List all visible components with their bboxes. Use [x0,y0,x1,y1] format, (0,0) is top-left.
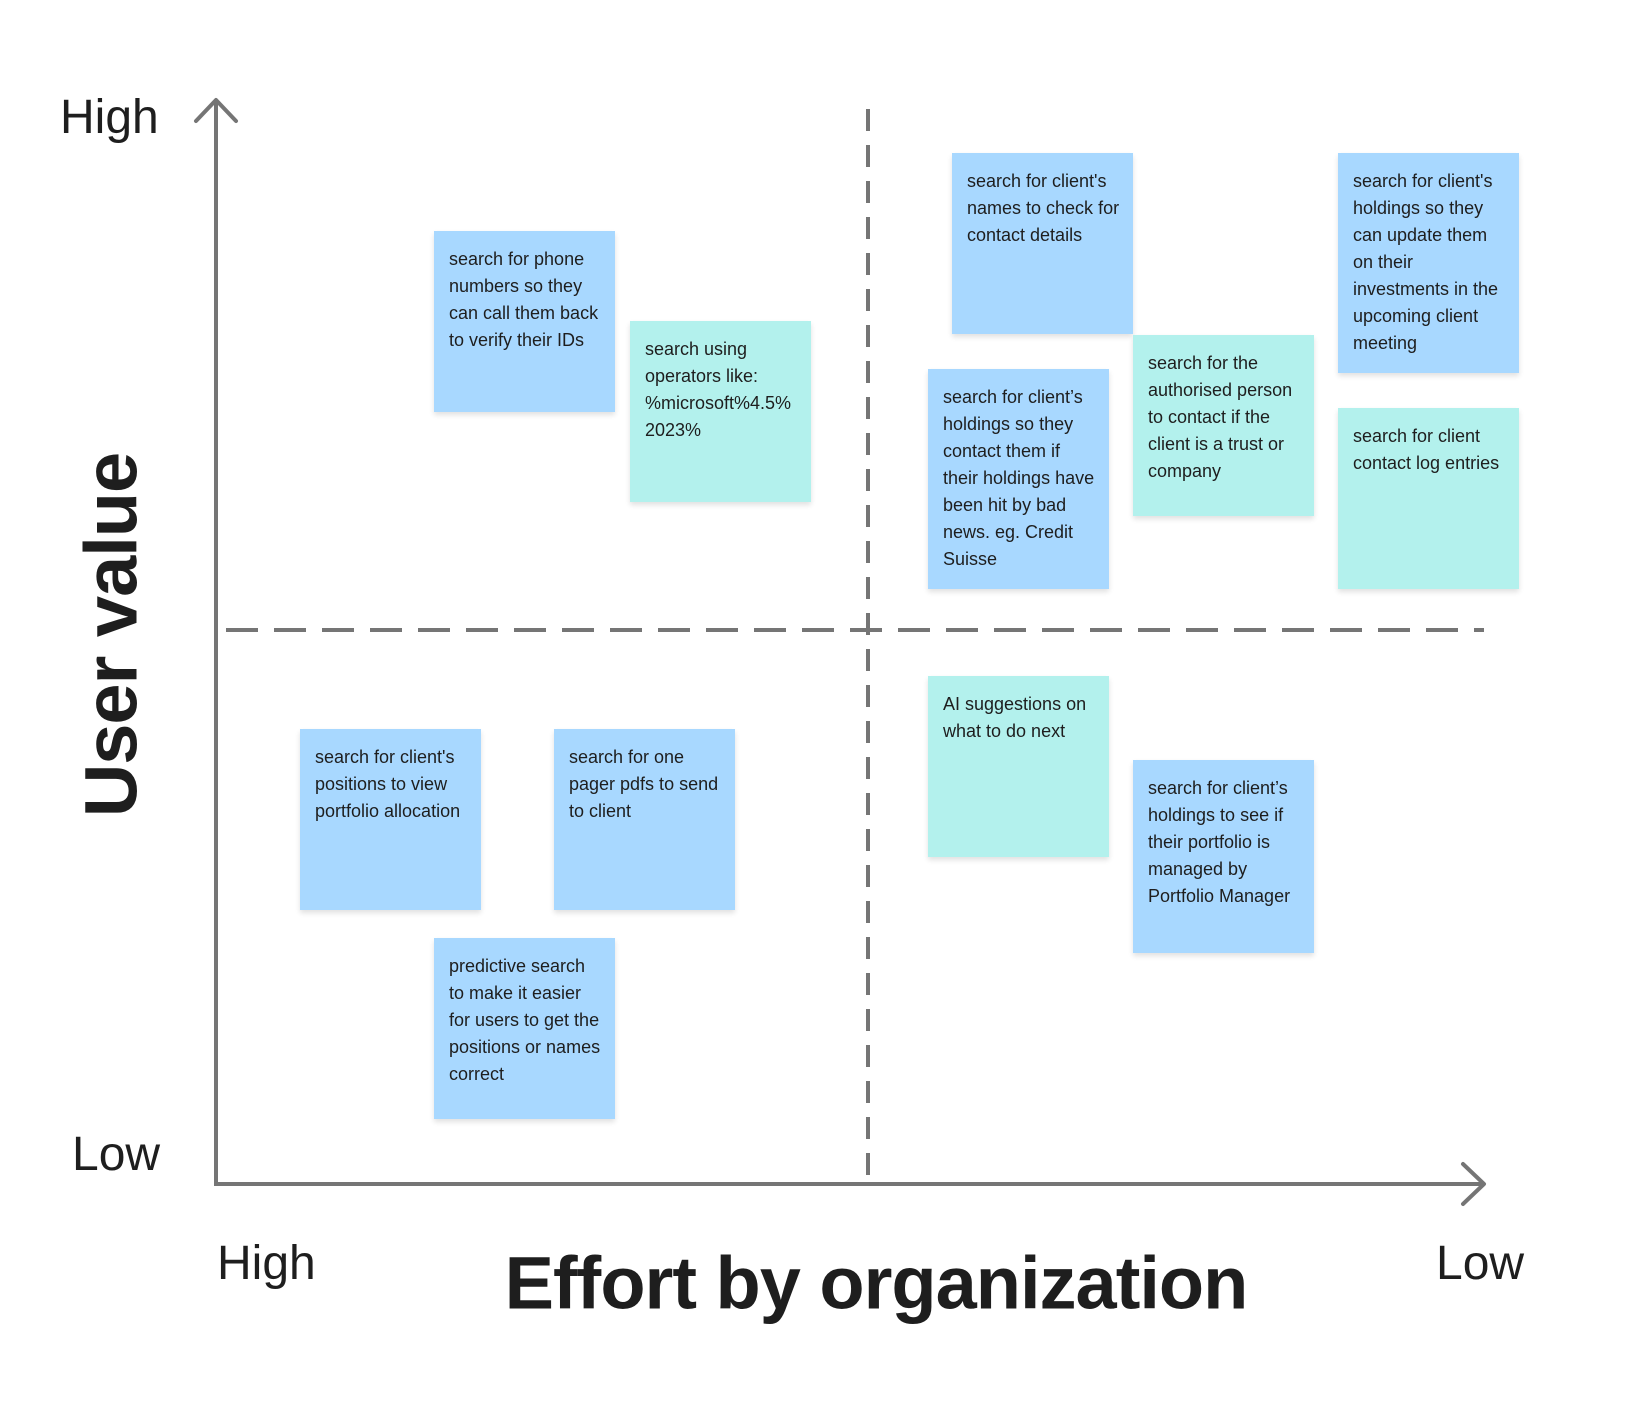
sticky-note[interactable]: predictive search to make it easier for … [434,938,615,1119]
sticky-note[interactable]: search for the authorised person to cont… [1133,335,1314,516]
sticky-note[interactable]: search for one pager pdfs to send to cli… [554,729,735,910]
x-axis-low-label: Low [1436,1237,1525,1290]
x-axis-title: Effort by organization [504,1241,1249,1325]
x-axis-arrow-icon [1461,1162,1486,1206]
sticky-note[interactable]: search for client contact log entries [1338,408,1519,589]
sticky-note[interactable]: search for phone numbers so they can cal… [434,231,615,412]
y-axis-high-label: High [60,91,159,144]
y-axis-arrow-icon [194,98,238,123]
y-axis-title: User value [69,452,153,818]
x-axis-high-label: High [217,1237,316,1290]
sticky-note[interactable]: search for client's names to check for c… [952,153,1133,334]
sticky-note[interactable]: search for client's positions to view po… [300,729,481,910]
sticky-note[interactable]: search using operators like: %microsoft%… [630,321,811,502]
sticky-note[interactable]: AI suggestions on what to do next [928,676,1109,857]
sticky-note[interactable]: search for client’s holdings to see if t… [1133,760,1314,953]
sticky-note[interactable]: search for client's holdings so they can… [1338,153,1519,373]
sticky-note[interactable]: search for client’s holdings so they con… [928,369,1109,589]
y-axis-low-label: Low [72,1128,161,1181]
